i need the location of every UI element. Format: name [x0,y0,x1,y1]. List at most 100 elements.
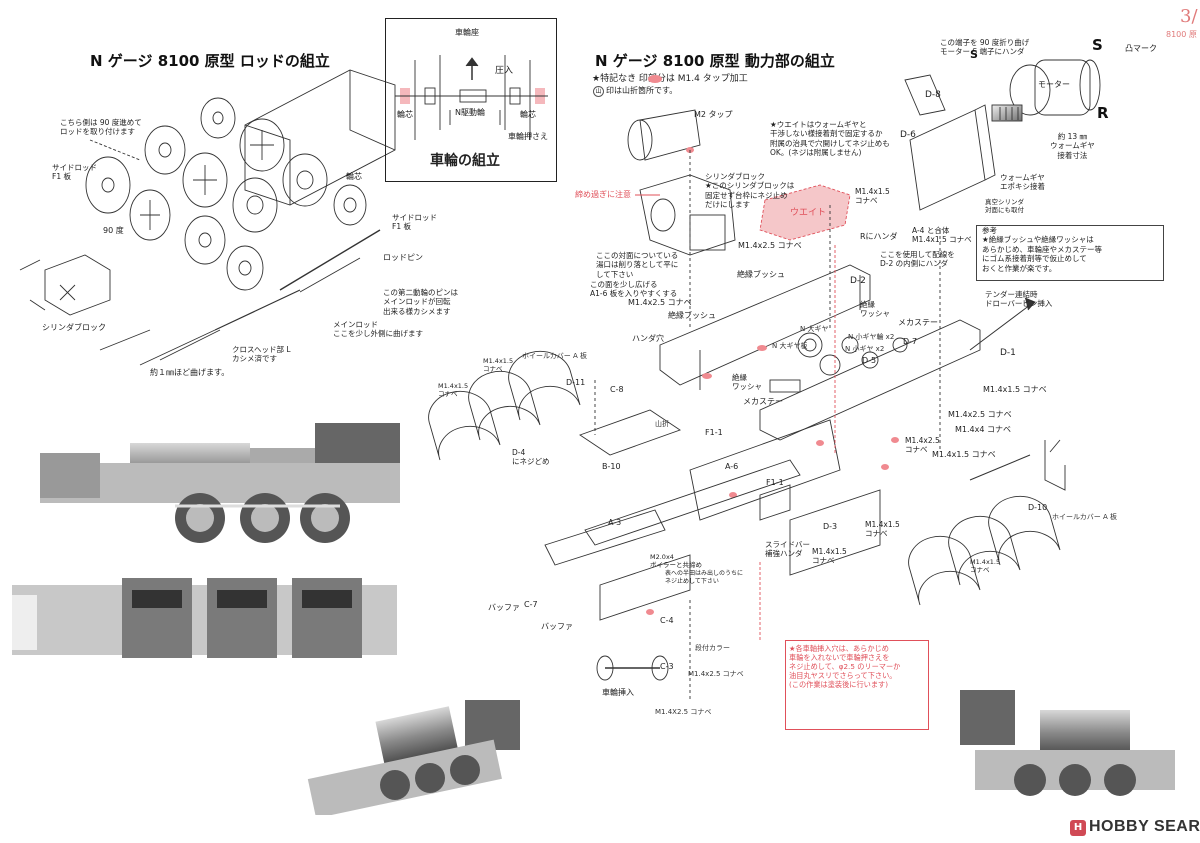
screw-m14x15-c: M1.4x1.5 コナベ [855,187,890,206]
axle-hole-note-box [785,640,929,730]
wheel-insert-label: 車輪挿入 [602,688,634,697]
legend-line-2: 印は山折箇所です。 [606,86,678,95]
screw-m14x15-b: M1.4x1.5 コナベ [932,450,996,459]
wheel-cover-a-label: ホイールカバー A 板 [522,352,588,360]
terminal-s2-label: S [970,48,978,61]
reference-note-box [976,225,1164,281]
legend-mountain-mark: 山 [593,86,604,97]
screw-m14x15-h: M1.4x1.5 コナベ [970,558,1001,575]
screw-m14x15-f: M1.4x1.5 コナベ [865,520,900,539]
n-small-gear-label: N 小ギヤ x2 [845,345,885,353]
slide-bar-note: スライドバー 補強ハンダ [765,540,810,559]
terminal-s-label: S [1092,36,1103,54]
power-unit-title: N ゲージ 8100 原型 動力部の組立 [595,52,835,70]
wheel-seat-label: 車輪座 [455,28,479,37]
motor-terminal-note: この端子を 90 度折り曲げ モーター S 端子にハンダ [940,38,1030,57]
insulation-bush-2-label: 絶縁ブッシュ [668,311,716,320]
cylinder-block-note: シリンダブロック ★このシリンダブロックは 固定せず台枠にネジ止め だけにします [705,172,795,210]
pin-caulk-note: この第二動輪のピンは メインロッドが回転 出来る様カシメます [383,288,458,316]
photo-chassis-motor [300,690,530,815]
side-rod-f1b-label: サイドロッド F1 板 [392,213,437,232]
page-subtitle: 8100 原 [1166,30,1197,39]
mecha-stay-label: メカステー [898,318,938,327]
wheel-hold-label: 車輪押さえ [508,132,548,141]
n-small-gear-wheel-label: N 小ギヤ輪 x2 [848,333,895,341]
buffer-2-label: バッファ [541,622,573,631]
screw-m14x25-a: M1.4x2.5 コナベ [738,241,802,250]
m2-tap-label: M2 タップ [694,110,733,119]
part-d6: D-6 [900,130,916,140]
power-unit-drawing [428,59,1101,700]
screw-m14x4: M1.4x4 コナベ [955,425,1011,434]
part-a6: A-6 [725,462,739,471]
part-d3: D-3 [823,522,838,531]
insulation-washer-2-label: 絶縁 ワッシャ [732,373,762,392]
screw-m14x25-b: M1.4x2.5 コナベ [628,298,692,307]
part-c4: C-4 [660,616,674,625]
axle-hole-note: ★各車軸挿入穴は、あらかじめ 車輪を入れないで車輪押さえを ネジ止めして、φ2.… [789,644,901,689]
widen-note: この面を少し広げる A1-6 板を入りやすくする [590,280,678,299]
side-rod-f1-label: サイドロッド F1 板 [52,163,97,182]
crosshead-note: クロスヘッド部 L カシメ済です [232,345,291,364]
convex-mark-label: 凸マーク [1125,44,1157,53]
page-number: 3/ [1180,6,1198,27]
part-d7: D-7 [903,337,918,346]
legend-red-mark [648,75,662,83]
part-c7: C-7 [524,600,538,609]
photo-chassis-angle [40,418,410,553]
part-d1: D-1 [1000,348,1016,358]
watermark-brand: HOBBY SEARCH [1089,818,1200,835]
photo-chassis-right [945,680,1195,810]
wheel-assembly-drawing [395,55,548,140]
hobby-search-logo-icon: H [1070,820,1086,836]
part-b10: B-10 [602,462,621,471]
mountain-fold-label: 山折 [655,420,669,428]
part-d8: D-8 [925,90,941,100]
buffer-label: バッファ [488,603,520,612]
screw-m14x15-g: M1.4x1.5 コナベ [812,547,847,566]
part-d2: D-2 [850,276,866,286]
bend-1mm-note: 約１㎜ほど曲げます。 [150,368,230,377]
main-rod-note: メインロッド ここを少し外側に曲げます [333,320,423,339]
a4-combine-note: A-4 と合体 M1.4x1.5 コナベ [912,226,972,245]
screw-m14x15-a: M1.4x1.5 コナベ [983,385,1047,394]
part-a3: A-3 [608,518,622,527]
stepped-collar-label: 段付カラー [695,644,730,652]
overtighten-caution: 締め過ぎに注意 [575,190,631,199]
sprue-note: ここの対面についている 湯口は削り落として平に して下さい [596,251,679,279]
screw-m14x25-f: M1.4X2.5 コナベ [655,708,712,716]
rod-pin-label: ロッドピン [383,253,423,262]
part-d10: D-10 [1028,503,1048,512]
worm-gear-glue-note: ウォームギヤ エポキシ接着 [1000,173,1045,192]
motor-label: モーター [1038,80,1070,89]
part-c3: C-3 [660,662,674,671]
n-big-gear-label: N 大ギヤ [800,325,829,333]
part-f11: F1-1 [705,428,723,437]
screw-m14x25-e: M1.4x2.5 コナベ [688,670,744,678]
insulation-bush-label: 絶縁ブッシュ [737,270,785,279]
rod-90deg-note: こちら側は 90 度進めて ロッドを取り付けます [60,118,142,137]
photo-chassis-top [12,570,402,675]
wheel-cover-a2-label: ホイールカバー A 板 [1052,513,1118,521]
solder-screw-note: 表への半田はみ出しのうちに ネジ止めして下さい [665,570,744,585]
reference-note: 参考 ★絶縁ブッシュや絶縁ワッシャは あらかじめ、車輪座やメカステー等 にゴム系… [982,226,1102,273]
part-f11b: F1-1 [766,478,784,487]
part-d11: D-11 [566,378,586,387]
rod-assembly-drawing [19,69,396,366]
wheel-core-label: 輪芯 [346,172,362,181]
wheel-assembly-title: 車輪の組立 [430,153,500,169]
wheel-assembly-box [385,18,557,182]
vacuum-cylinder-note: 真空シリンダ 対面にも取付 [985,198,1024,215]
solder-hole-label: ハンダ穴 [632,334,664,343]
r-solder-label: Rにハンダ [860,232,898,241]
mecha-stay-2-label: メカステー [743,397,783,406]
weight-fix-note: ★ウエイトはウォームギヤと 干渉しない様接着剤で固定するか 附属の治具で穴開けし… [770,120,890,158]
terminal-r-label: R [1097,104,1109,122]
n-big-gear-plate-label: N 大ギヤ板 [772,342,808,350]
wheel-core-left-label: 輪芯 [397,110,413,119]
insulation-washer-label: 絶縁 ワッシャ [860,300,890,319]
d4-screw-label: D-4 にネジどめ [512,448,550,467]
weight-label: ウエイト [790,208,827,218]
n-drive-wheel-label: N駆動輪 [455,108,485,117]
